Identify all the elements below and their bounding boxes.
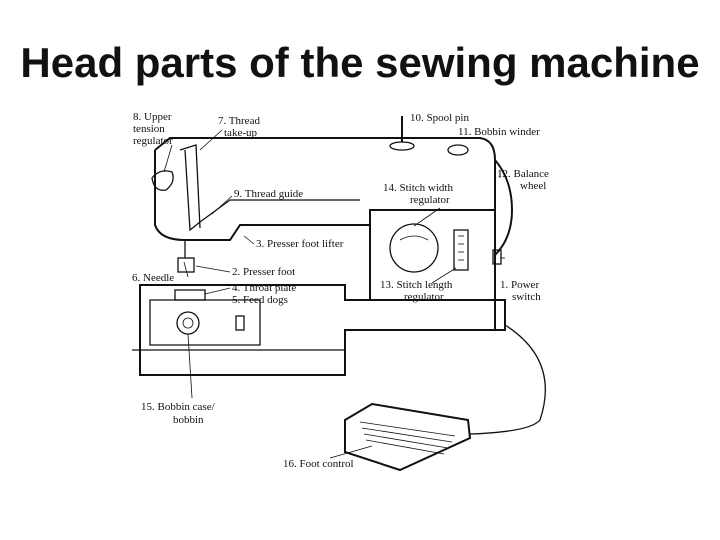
label-bobbin-case: 15. Bobbin case/ bobbin <box>141 401 217 426</box>
label-thread-takeup: 7. Thread take-up <box>218 115 263 139</box>
stitch-width-dial <box>390 224 438 272</box>
bobbin-winder-part <box>448 145 468 155</box>
label-feed-dogs: 5. Feed dogs <box>232 294 288 306</box>
base-front <box>132 350 345 375</box>
takeup-lever-part <box>180 145 200 228</box>
label-balance-wheel: 12. Balance wheel <box>497 168 552 192</box>
label-spool-pin: 10. Spool pin <box>410 112 469 124</box>
label-foot-control: 16. Foot control <box>283 458 354 470</box>
leader-thread-guide <box>212 196 232 214</box>
leader-bobbin-case <box>188 334 192 398</box>
leader-throat-plate <box>205 288 230 294</box>
leader-foot-control <box>330 446 372 458</box>
bobbin-center <box>183 318 193 328</box>
power-cord <box>470 325 545 434</box>
leader-needle <box>184 262 188 277</box>
machine-pillar-outline <box>370 210 495 330</box>
leader-takeup <box>200 130 222 150</box>
label-stitch-width: 14. Stitch width regulator <box>383 182 456 206</box>
label-presser-foot-lifter: 3. Presser foot lifter <box>256 238 344 250</box>
label-presser-foot: 2. Presser foot <box>232 266 295 278</box>
bobbin-case-part <box>177 312 199 334</box>
leader-upper-tension <box>164 145 172 172</box>
label-bobbin-winder: 11. Bobbin winder <box>458 126 540 138</box>
label-thread-guide: 9. Thread guide <box>234 188 303 200</box>
label-throat-plate: 4. Throat plate <box>232 282 296 294</box>
label-needle: 6. Needle <box>132 272 174 284</box>
leader-presser-foot <box>196 266 230 272</box>
spool-pin-base <box>390 142 414 150</box>
throat-plate-part <box>175 290 205 300</box>
leader-presser-lifter <box>244 236 254 244</box>
pedal-ridges <box>360 422 455 454</box>
machine-base-outline <box>140 285 505 375</box>
foot-control-part <box>345 404 470 470</box>
base-latch <box>236 316 244 330</box>
label-upper-tension: 8. Upper tension regulator <box>133 111 174 147</box>
label-power-switch: 1. Power switch <box>500 279 542 303</box>
dial-markings <box>400 236 428 240</box>
